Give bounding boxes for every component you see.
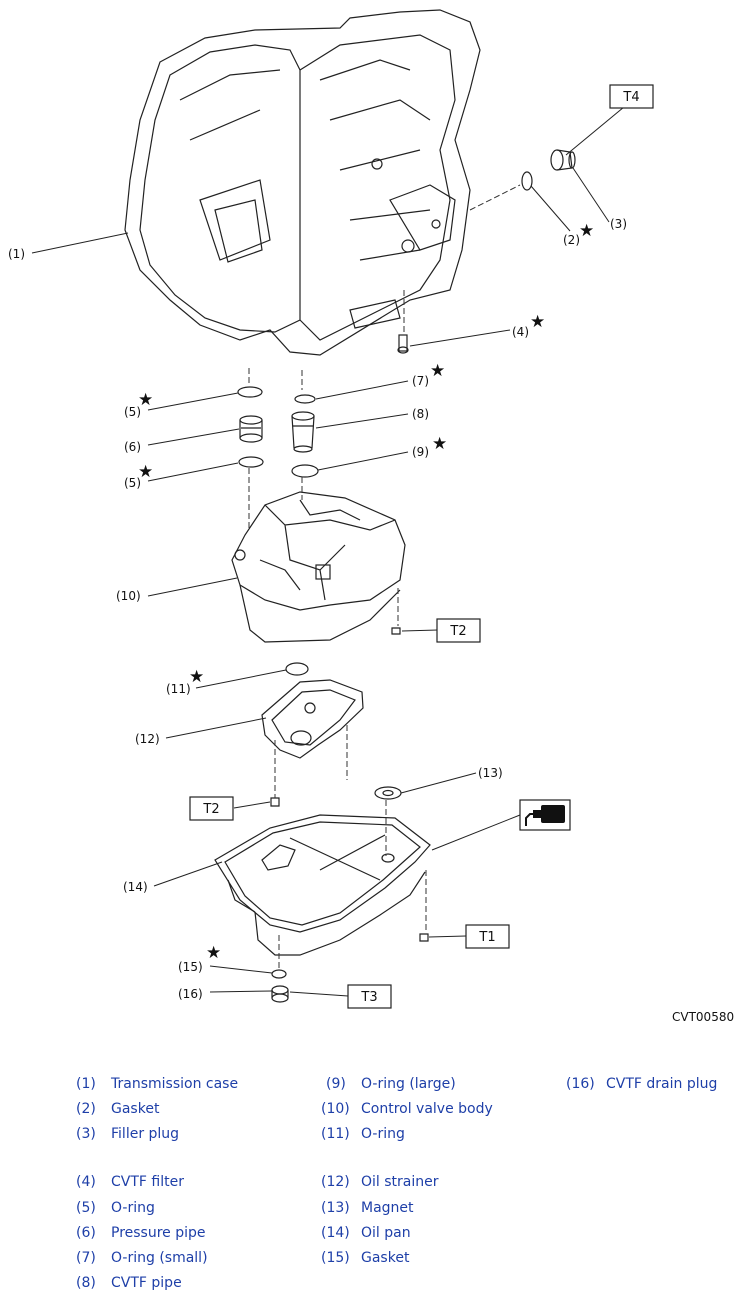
callout-15: (15) (178, 960, 203, 974)
exploded-parts-diagram: T4 T2 T2 T1 T3 ★ ★ ★ ★ ★ ★ ★ ★ (1) (2) (… (8, 9, 654, 1009)
callout-5-upper: (5) (124, 405, 141, 419)
star-icon: ★ (189, 667, 204, 687)
star-icon: ★ (432, 434, 447, 454)
oil-strainer-drawing (261, 679, 364, 759)
filler-plug-drawing (550, 149, 576, 171)
star-icon: ★ (138, 390, 153, 410)
legend-item: (3)Filler plug (76, 1126, 180, 1142)
torque-box-t2-lower: T2 (189, 796, 234, 821)
torque-box-t1: T1 (465, 924, 510, 949)
callout-14: (14) (123, 880, 148, 894)
o-ring-5-lower-drawing (238, 456, 264, 468)
o-ring-9-drawing (291, 464, 319, 478)
torque-box-t4: T4 (609, 84, 654, 109)
legend-item: (12)Oil strainer (321, 1174, 439, 1190)
gasket-2-drawing (521, 171, 533, 191)
control-valve-body-drawing (231, 491, 406, 643)
callout-11: (11) (166, 682, 191, 696)
torque-label-t2-upper: T2 (449, 624, 466, 639)
torque-label-t2-lower: T2 (202, 802, 219, 817)
legend-item: (11)O-ring (321, 1126, 405, 1142)
callout-1: (1) (8, 247, 25, 261)
parts-legend: (1)Transmission case (2)Gasket (3)Filler… (0, 1072, 748, 1301)
legend-item: (2)Gasket (76, 1101, 160, 1117)
new-part-stars: ★ ★ ★ ★ ★ ★ ★ ★ (138, 221, 594, 963)
callout-2: (2) (563, 233, 580, 247)
bolt-t2-upper-drawing (391, 627, 401, 635)
o-ring-5-upper-drawing (237, 386, 263, 398)
gasket-15-drawing (271, 969, 287, 979)
cvtf-pipe-drawing (291, 411, 315, 453)
torque-box-t3: T3 (347, 984, 392, 1009)
torque-label-t4: T4 (622, 90, 639, 105)
callout-9: (9) (412, 445, 429, 459)
callout-4: (4) (512, 325, 529, 339)
torque-label-t1: T1 (478, 930, 495, 945)
o-ring-11-drawing (285, 662, 309, 676)
legend-item: (1)Transmission case (76, 1076, 239, 1092)
callout-16: (16) (178, 987, 203, 1001)
legend-item: (6)Pressure pipe (76, 1225, 206, 1241)
callout-12: (12) (135, 732, 160, 746)
cvtf-filter-drawing (397, 334, 409, 354)
legend-item: (15)Gasket (321, 1250, 410, 1266)
star-icon: ★ (430, 361, 445, 381)
legend-item: (5)O-ring (76, 1200, 155, 1216)
transmission-case-drawing (124, 9, 481, 356)
star-icon: ★ (206, 943, 221, 963)
torque-label-t3: T3 (360, 990, 377, 1005)
legend-item: (10)Control valve body (321, 1101, 493, 1117)
bolt-t2-lower-drawing (270, 797, 280, 807)
callout-7: (7) (412, 374, 429, 388)
legend-item: (16)CVTF drain plug (566, 1076, 718, 1092)
callout-6: (6) (124, 440, 141, 454)
callout-5-lower: (5) (124, 476, 141, 490)
torque-box-t2-upper: T2 (436, 618, 481, 643)
legend-item: (4)CVTF filter (76, 1174, 184, 1190)
callout-13: (13) (478, 766, 503, 780)
star-icon: ★ (530, 312, 545, 332)
legend-item: (14)Oil pan (321, 1225, 411, 1241)
star-icon: ★ (138, 462, 153, 482)
oil-pan-drawing (214, 814, 431, 956)
callout-10: (10) (116, 589, 141, 603)
legend-item: (7)O-ring (small) (76, 1250, 208, 1266)
o-ring-7-drawing (294, 394, 316, 404)
figure-code: CVT00580 (672, 1010, 735, 1024)
star-icon: ★ (579, 221, 594, 241)
legend-item: (8)CVTF pipe (76, 1275, 182, 1291)
callout-8: (8) (412, 407, 429, 421)
legend-item: (13)Magnet (321, 1200, 414, 1216)
magnet-drawing (374, 786, 402, 800)
bolt-t1-drawing (419, 933, 429, 942)
pressure-pipe-drawing (239, 415, 263, 443)
callout-3: (3) (610, 217, 627, 231)
fluid-symbol-box (519, 799, 571, 831)
legend-item: (9)O-ring (large) (326, 1076, 456, 1092)
drain-plug-drawing (271, 985, 289, 1003)
